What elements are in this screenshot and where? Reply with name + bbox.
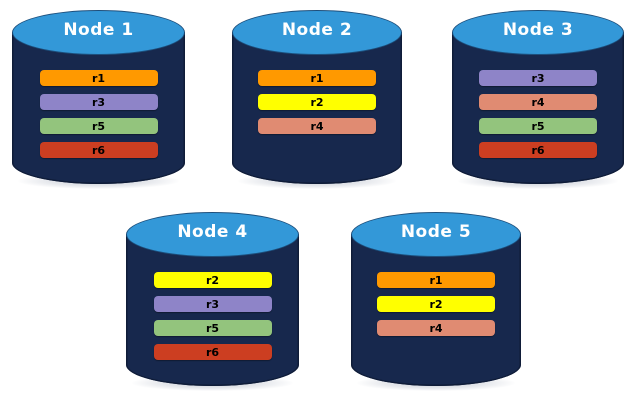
cylinder-top-disc <box>126 212 299 257</box>
replica-bar-r6[interactable]: r6 <box>479 142 597 158</box>
node-title-n4: Node 4 <box>177 222 248 242</box>
replica-list-n5: r1 r2 r4 <box>351 272 521 336</box>
node-title-n5: Node 5 <box>400 222 472 242</box>
replica-bar-r3[interactable]: r3 <box>479 70 597 86</box>
replica-bar-r3[interactable]: r3 <box>39 94 158 110</box>
node-cylinder-n5[interactable]: Node 5 r1 r2 r4 <box>351 212 521 391</box>
replica-bar-r4[interactable]: r4 <box>258 118 376 134</box>
cylinder-top-disc <box>232 10 402 55</box>
replica-bar-r1[interactable]: r1 <box>377 272 495 288</box>
replica-bar-r2[interactable]: r2 <box>377 296 495 312</box>
replica-bar-r1[interactable]: r1 <box>39 70 158 86</box>
replica-list-n1: r1 r3 r5 r6 <box>12 70 185 158</box>
replica-list-n4: r2 r3 r5 r6 <box>126 272 299 360</box>
replica-bar-r5[interactable]: r5 <box>153 320 272 336</box>
node-title-n3: Node 3 <box>502 20 574 40</box>
replica-bar-r5[interactable]: r5 <box>39 118 158 134</box>
replica-bar-r5[interactable]: r5 <box>479 118 597 134</box>
replica-bar-r6[interactable]: r6 <box>39 142 158 158</box>
replica-bar-r2[interactable]: r2 <box>258 94 376 110</box>
replica-bar-r4[interactable]: r4 <box>377 320 495 336</box>
node-cylinder-n2[interactable]: Node 2 r1 r2 r4 <box>232 10 402 189</box>
replica-list-n3: r3 r4 r5 r6 <box>452 70 624 158</box>
replica-bar-r1[interactable]: r1 <box>258 70 376 86</box>
node-title-n1: Node 1 <box>63 20 134 40</box>
replica-list-n2: r1 r2 r4 <box>232 70 402 134</box>
node-cylinder-n1[interactable]: Node 1 r1 r3 r5 r6 <box>12 10 185 189</box>
cylinder-top-disc <box>12 10 185 55</box>
cylinder-top-disc <box>351 212 521 257</box>
cylinder-top-disc <box>452 10 624 55</box>
node-title-n2: Node 2 <box>281 20 353 40</box>
node-cylinder-n4[interactable]: Node 4 r2 r3 r5 r6 <box>126 212 299 391</box>
replica-bar-r6[interactable]: r6 <box>153 344 272 360</box>
node-cylinder-n3[interactable]: Node 3 r3 r4 r5 r6 <box>452 10 624 189</box>
replica-bar-r3[interactable]: r3 <box>153 296 272 312</box>
replica-bar-r2[interactable]: r2 <box>153 272 272 288</box>
replica-bar-r4[interactable]: r4 <box>479 94 597 110</box>
